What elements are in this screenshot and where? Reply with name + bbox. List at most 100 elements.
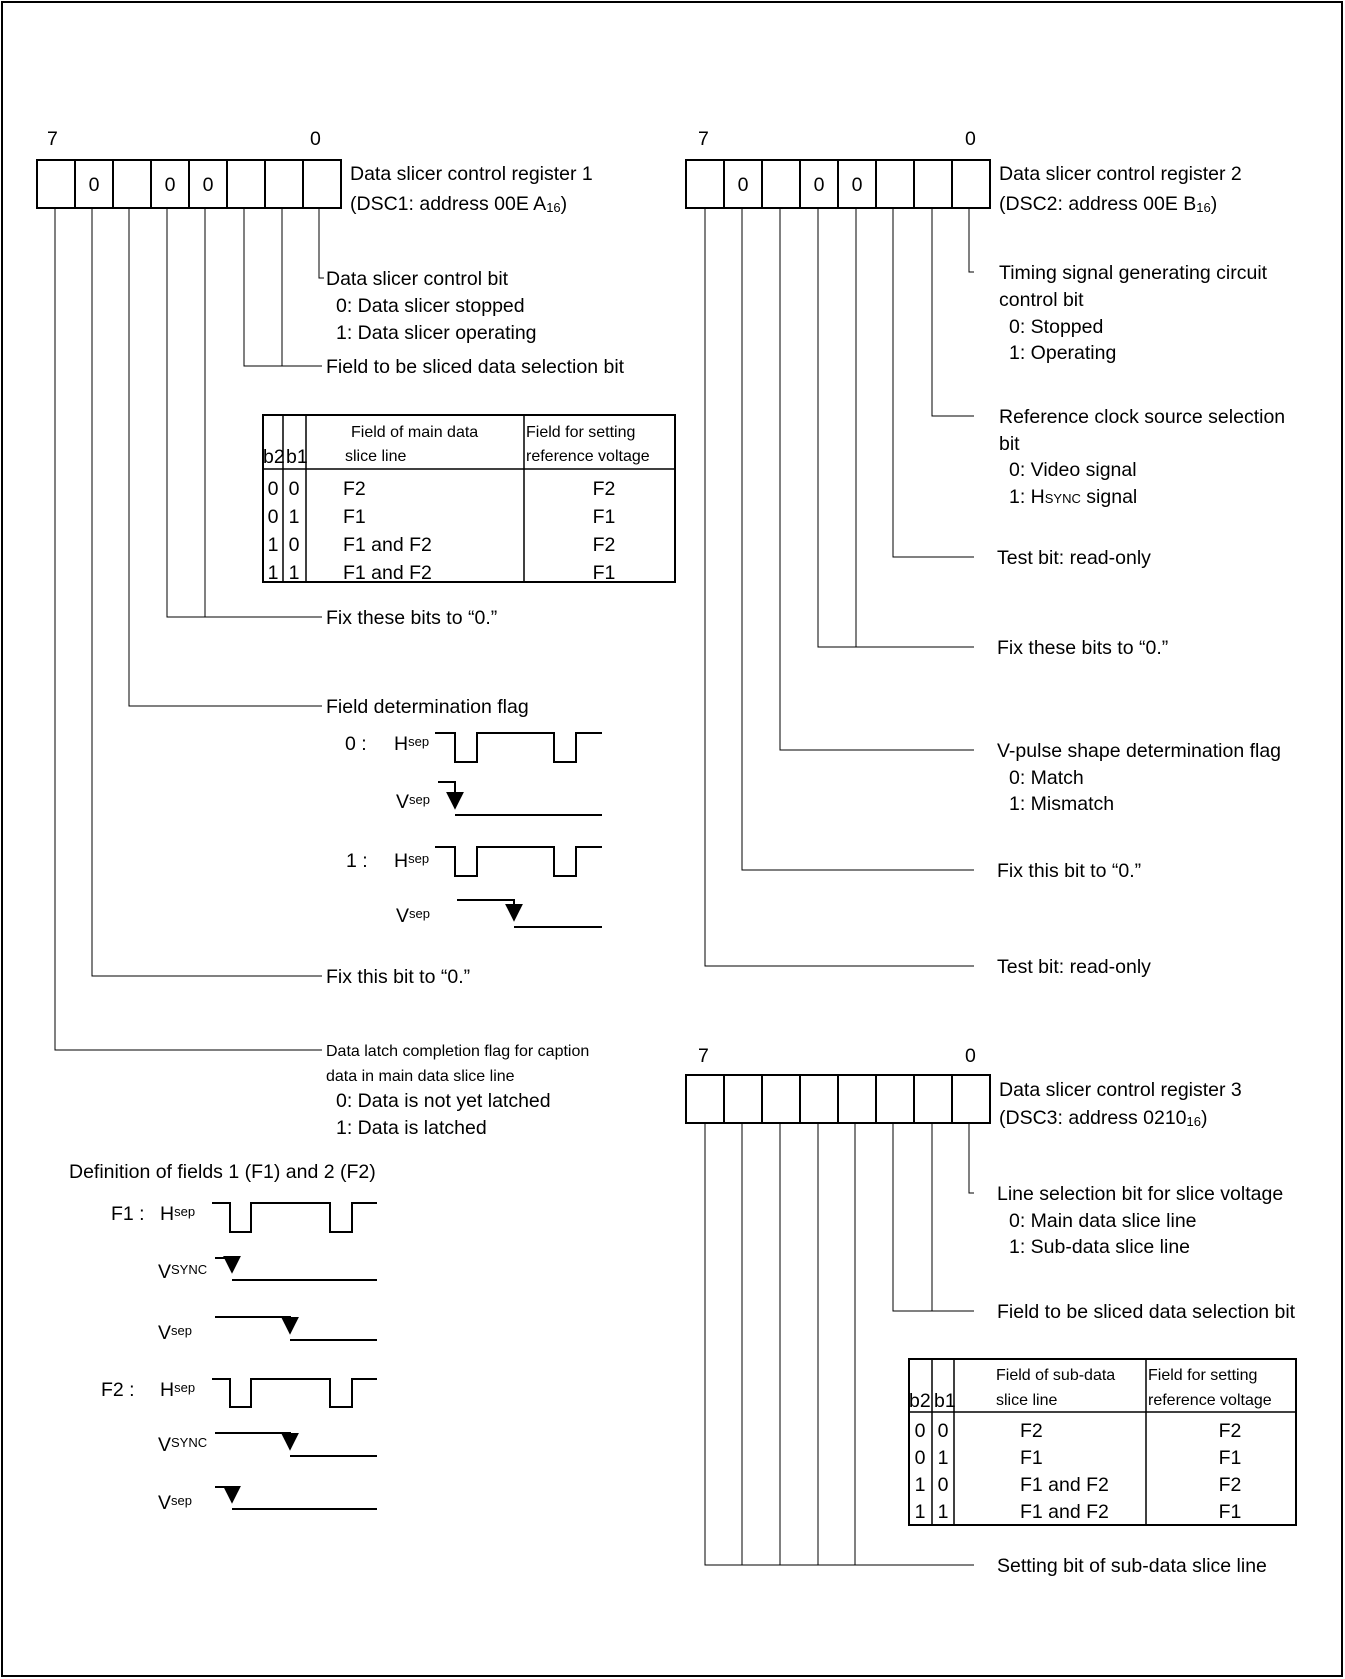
reg3-bit-cell-0 bbox=[951, 1074, 991, 1124]
reg3-table-cell: 0 bbox=[915, 1447, 926, 1469]
reg1-bit12-label: Field to be sliced data selection bit bbox=[326, 356, 625, 378]
reg3-title: Data slicer control register 3 bbox=[999, 1079, 1242, 1101]
reg2-bit6-label: Fix this bit to “0.” bbox=[997, 860, 1141, 882]
f1-prefix: F1 : bbox=[111, 1203, 145, 1225]
reg1-bit7-opt0: 0: Data is not yet latched bbox=[336, 1090, 551, 1112]
reg1-table-cell: F1 and F2 bbox=[343, 562, 432, 584]
reg3-table-cell: F1 and F2 bbox=[1020, 1501, 1109, 1523]
f2-vsync: VSYNC bbox=[158, 1434, 207, 1456]
reg2-bit1-opt0: 0: Video signal bbox=[1009, 459, 1137, 481]
fields-def-title: Definition of fields 1 (F1) and 2 (F2) bbox=[69, 1161, 376, 1183]
reg1-bit0-opt0: 0: Data slicer stopped bbox=[336, 295, 525, 317]
reg2-bit5-label: V-pulse shape determination flag bbox=[997, 740, 1281, 762]
reg2-leader-bit6 bbox=[741, 208, 974, 871]
reg1-wave1-prefix: 1 : bbox=[346, 850, 368, 872]
reg1-wave1-hsep: Hsep bbox=[394, 850, 429, 872]
reg1-table-cell: F2 bbox=[593, 534, 616, 556]
reg1-leader-bit6 bbox=[91, 208, 322, 977]
reg3-table-cell: 1 bbox=[938, 1501, 949, 1523]
reg2-leader-bit2 bbox=[892, 208, 974, 558]
reg1-address: (DSC1: address 00E A16) bbox=[350, 193, 567, 215]
reg1-bit-cell-value-3: 0 bbox=[203, 174, 214, 196]
reg1-wave-1: 1 : Hsep Vsep bbox=[346, 846, 602, 928]
f2-prefix: F2 : bbox=[101, 1379, 135, 1401]
reg2-bit5-opt0: 0: Match bbox=[1009, 767, 1084, 789]
reg3-bit-cell-4 bbox=[799, 1074, 839, 1124]
reg1-bit5-label: Field determination flag bbox=[326, 696, 529, 718]
reg3-table-cell: F1 bbox=[1020, 1447, 1043, 1469]
reg1-wave0-vsep: Vsep bbox=[396, 791, 430, 813]
reg2-bit7-label: Test bit: read-only bbox=[997, 956, 1151, 978]
reg3-bit-cell-2 bbox=[875, 1074, 915, 1124]
reg2-leader-bit5 bbox=[779, 208, 974, 751]
reg1-bit7-line1: Data latch completion flag for caption bbox=[326, 1043, 589, 1060]
reg2-bit0-opt1: 1: Operating bbox=[1009, 342, 1116, 364]
reg1-wave1-vsep: Vsep bbox=[396, 905, 430, 927]
reg3-table-cell: F2 bbox=[1219, 1420, 1242, 1442]
reg1-leader-bit7 bbox=[54, 208, 322, 1051]
reg3-table-cell: 0 bbox=[938, 1474, 949, 1496]
reg2-leader-bit1 bbox=[931, 208, 974, 417]
reg2-address: (DSC2: address 00E B16) bbox=[999, 193, 1217, 215]
reg2-bit1-opt1: 1: HSYNC signal bbox=[1009, 486, 1137, 508]
reg1-table-cell: 1 bbox=[289, 506, 300, 528]
reg3-table-cell: F1 bbox=[1219, 1501, 1242, 1523]
reg3-table-cell: F2 bbox=[1219, 1474, 1242, 1496]
reg2-bit-cell-7 bbox=[685, 159, 725, 209]
reg2-bit0-line2: control bit bbox=[999, 289, 1084, 311]
reg3-address: (DSC3: address 021016) bbox=[999, 1107, 1208, 1129]
reg3-table-cell: 0 bbox=[915, 1420, 926, 1442]
reg1-leader-bit1-2 bbox=[243, 208, 283, 367]
reg3-bit-cells bbox=[685, 1074, 991, 1124]
reg3-table-head-slice: slice line bbox=[996, 1392, 1057, 1409]
reg1-table-cell: F1 bbox=[593, 562, 616, 584]
reg3-field-table: b2 b1 Field of sub-data slice line Field… bbox=[908, 1358, 1297, 1526]
reg1-bit34-label: Fix these bits to “0.” bbox=[326, 607, 497, 629]
reg3-table-cell: 1 bbox=[915, 1501, 926, 1523]
reg3-bit-cell-3 bbox=[837, 1074, 877, 1124]
reg2-leader-bit0 bbox=[968, 208, 974, 273]
reg1-table-cell: F1 bbox=[343, 506, 366, 528]
reg2-bit1-line1: Reference clock source selection bbox=[999, 406, 1285, 428]
f1-vsync: VSYNC bbox=[158, 1261, 207, 1283]
reg1-leader-bit3-4 bbox=[166, 208, 206, 618]
reg1-table-cell: F2 bbox=[343, 478, 366, 500]
reg1-leader-bit5 bbox=[128, 208, 322, 707]
reg3-table-head-setting: Field for setting bbox=[1148, 1367, 1257, 1384]
reg3-table-cell: 1 bbox=[938, 1447, 949, 1469]
reg3-bit-low-label: 0 bbox=[965, 1045, 976, 1067]
reg2-bit-cell-value-4: 0 bbox=[814, 174, 825, 196]
reg2-bit-low-label: 0 bbox=[965, 128, 976, 150]
reg2-leader-bit7 bbox=[704, 208, 974, 967]
reg2-bit2-label: Test bit: read-only bbox=[997, 547, 1151, 569]
reg3-table-head-b2: b2 bbox=[909, 1390, 931, 1412]
f2-vsep: Vsep bbox=[158, 1492, 192, 1514]
reg1-table-cell: F2 bbox=[593, 478, 616, 500]
reg2-bit-cell-value-6: 0 bbox=[738, 174, 749, 196]
reg2-bit-cell-1 bbox=[913, 159, 953, 209]
reg3-bit-cell-5 bbox=[761, 1074, 801, 1124]
reg1-table-head-slice: slice line bbox=[345, 448, 406, 465]
reg2-bit34-label: Fix these bits to “0.” bbox=[997, 637, 1168, 659]
reg1-table-cell: 1 bbox=[268, 562, 279, 584]
reg1-bit7-opt1: 1: Data is latched bbox=[336, 1117, 487, 1139]
reg1-bit-cell-value-4: 0 bbox=[165, 174, 176, 196]
reg1-bit-cell-5 bbox=[112, 159, 152, 209]
reg2-bit0-opt0: 0: Stopped bbox=[1009, 316, 1103, 338]
reg1-bit0-opt1: 1: Data slicer operating bbox=[336, 322, 537, 344]
reg1-bit-cell-7 bbox=[36, 159, 76, 209]
reg1-table-cell: 0 bbox=[268, 478, 279, 500]
f1-hsep: Hsep bbox=[160, 1203, 195, 1225]
reg1-wave0-hsep: Hsep bbox=[394, 733, 429, 755]
reg1-bit-high-label: 7 bbox=[47, 128, 58, 150]
reg3-leader-bit3-7 bbox=[704, 1123, 855, 1566]
reg2-bit-cell-5 bbox=[761, 159, 801, 209]
reg3-table-head-field: Field of sub-data bbox=[996, 1367, 1115, 1384]
reg1-table-cell: F1 and F2 bbox=[343, 534, 432, 556]
reg3-table-cell: 0 bbox=[938, 1420, 949, 1442]
